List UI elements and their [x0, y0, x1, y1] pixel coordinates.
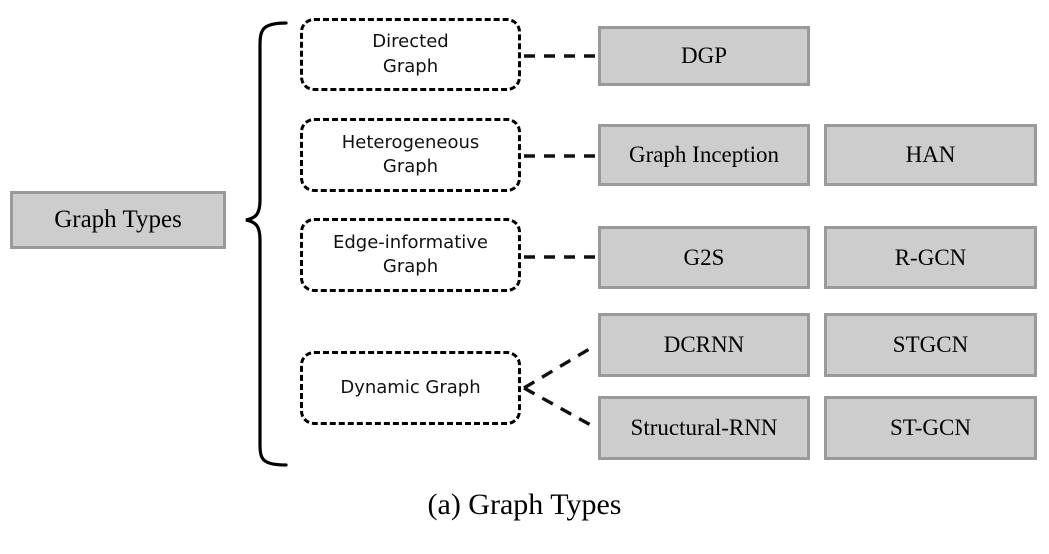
figure-caption: (a) Graph Types	[427, 488, 622, 521]
method-node-structural-rnn[interactable]: Structural-RNN	[598, 396, 810, 460]
category-label-line2: Graph	[382, 156, 439, 177]
link-dynamic-to-methods	[523, 343, 597, 430]
method-node-label: DCRNN	[663, 332, 745, 358]
method-node-label: ST-GCN	[890, 415, 971, 441]
category-edge-informative-graph-label: Edge-informative Graph	[333, 231, 488, 280]
category-directed-graph[interactable]: Directed Graph	[300, 18, 521, 91]
method-node-label: R-GCN	[894, 244, 967, 270]
method-node-label: DGP	[680, 43, 727, 69]
category-label-line1: Directed	[372, 31, 449, 53]
method-node-label: Graph Inception	[628, 142, 780, 168]
category-label-line1: Heterogeneous	[341, 131, 480, 153]
method-node-dgp[interactable]: DGP	[598, 26, 810, 86]
method-node-label: Structural-RNN	[630, 415, 778, 441]
category-label-line1: Edge-informative	[333, 231, 488, 253]
method-node-dcrnn[interactable]: DCRNN	[598, 313, 810, 377]
method-node-r-gcn[interactable]: R-GCN	[824, 226, 1037, 289]
method-node-label: HAN	[905, 142, 956, 168]
category-label-line2: Graph	[382, 55, 439, 77]
root-node-graph-types[interactable]: Graph Types	[10, 191, 226, 249]
method-node-graph-inception[interactable]: Graph Inception	[598, 124, 810, 186]
method-node-han[interactable]: HAN	[824, 124, 1037, 186]
category-edge-informative-graph[interactable]: Edge-informative Graph	[300, 218, 521, 292]
method-node-label: STGCN	[892, 332, 969, 358]
method-node-label: G2S	[683, 244, 725, 270]
category-heterogeneous-graph-label: Heterogeneous Graph	[342, 131, 480, 180]
category-heterogeneous-graph[interactable]: Heterogeneous Graph	[300, 118, 521, 192]
curly-brace-icon	[245, 21, 288, 467]
method-node-stgcn[interactable]: STGCN	[824, 313, 1037, 377]
category-dynamic-graph[interactable]: Dynamic Graph	[300, 351, 521, 425]
category-dynamic-graph-label: Dynamic Graph	[340, 376, 481, 398]
root-node-label: Graph Types	[54, 206, 182, 234]
method-node-st-gcn[interactable]: ST-GCN	[824, 396, 1037, 460]
category-directed-graph-label: Directed Graph	[372, 30, 448, 79]
category-label-line2: Graph	[382, 256, 439, 277]
method-node-g2s[interactable]: G2S	[598, 226, 810, 289]
